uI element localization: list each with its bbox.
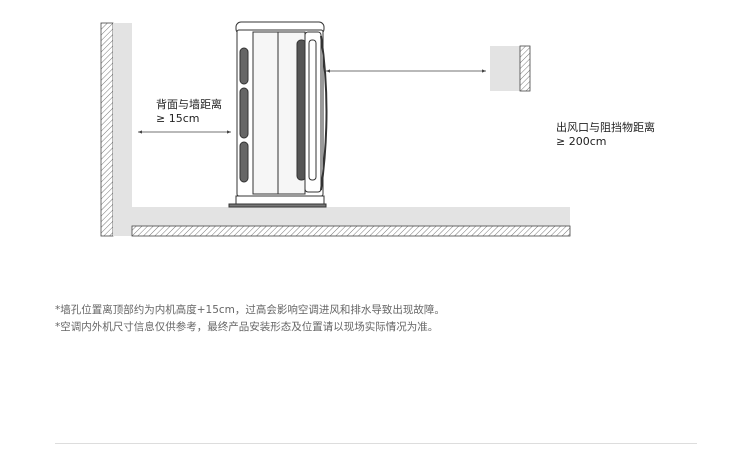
back-to-wall-label: 背面与墙距离 ≥ 15cm — [156, 98, 222, 126]
outlet-to-obstacle-text: 出风口与阻挡物距离 — [556, 121, 655, 134]
note-disclaimer: *空调内外机尺寸信息仅供参考，最终产品安装形态及位置请以现场实际情况为准。 — [55, 321, 439, 333]
outdoor-unit — [228, 21, 328, 208]
outlet-to-obstacle-value: ≥ 200cm — [556, 135, 607, 148]
obstacle — [490, 45, 531, 92]
left-wall — [100, 22, 132, 237]
note-wall-hole: *墙孔位置离顶部约为内机高度+15cm，过高会影响空调进风和排水导致出现故障。 — [55, 304, 445, 316]
outlet-to-obstacle-label: 出风口与阻挡物距离 ≥ 200cm — [556, 121, 655, 149]
floor — [131, 207, 571, 237]
back-to-wall-value: ≥ 15cm — [156, 112, 200, 125]
back-to-wall-text: 背面与墙距离 — [156, 98, 222, 111]
divider — [55, 443, 697, 444]
